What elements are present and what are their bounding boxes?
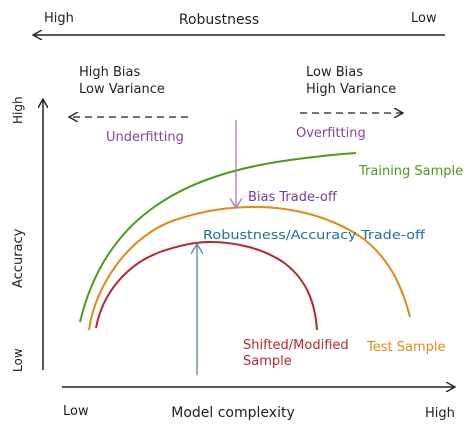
robustness-low-label: Low <box>411 11 437 26</box>
robustness-tradeoff-label: Robustness/Accuracy Trade-off <box>203 227 425 242</box>
robustness-title: Robustness <box>179 12 259 28</box>
test-sample-curve <box>88 205 411 331</box>
x-axis-high-label: High <box>425 406 455 421</box>
training-sample-label: Training Sample <box>358 164 463 179</box>
x-axis: Low Model complexity High <box>62 387 455 421</box>
y-axis-title: Accuracy <box>11 228 26 288</box>
high-bias-label: High Bias <box>79 65 141 80</box>
tradeoff-annotations: Bias Trade-off Robustness/Accuracy Trade… <box>197 120 425 375</box>
robustness-axis: High Robustness Low <box>34 11 445 35</box>
bias-tradeoff-label: Bias Trade-off <box>248 190 338 205</box>
robustness-high-label: High <box>44 11 74 26</box>
test-sample-label: Test Sample <box>366 340 445 355</box>
shifted-sample-curve <box>95 240 318 331</box>
low-bias-label: Low Bias <box>306 65 363 80</box>
y-axis-low-label: Low <box>11 348 25 372</box>
region-labels: High Bias Low Variance Low Bias High Var… <box>70 65 402 145</box>
y-axis-high-label: High <box>11 96 25 124</box>
shifted-sample-label-line2: Sample <box>243 354 292 369</box>
low-variance-label: Low Variance <box>79 82 165 97</box>
shifted-sample-label-line1: Shifted/Modified <box>243 338 349 353</box>
overfitting-label: Overfitting <box>296 126 366 141</box>
y-axis: High Accuracy Low <box>11 96 43 372</box>
curves <box>79 152 411 331</box>
training-sample-curve <box>79 152 357 323</box>
underfitting-label: Underfitting <box>106 130 184 145</box>
x-axis-title: Model complexity <box>171 405 294 421</box>
curve-labels: Training Sample Test Sample Shifted/Modi… <box>243 164 463 369</box>
x-axis-low-label: Low <box>63 404 89 419</box>
high-variance-label: High Variance <box>306 82 396 97</box>
